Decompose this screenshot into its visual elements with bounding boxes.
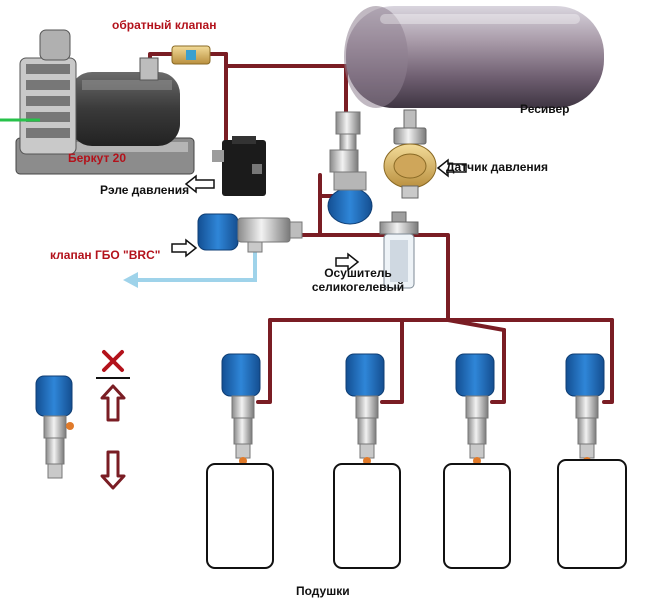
receiver-solenoid-valve — [327, 111, 373, 225]
air-cushion-2 — [333, 463, 401, 569]
receiver-label: Ресивер — [520, 102, 570, 116]
air-cushion-4 — [557, 459, 627, 569]
arrow-up-icon — [100, 384, 126, 422]
check-valve-label: обратный клапан — [112, 18, 217, 32]
pressure-relay — [212, 136, 266, 196]
silica-gel-dryer — [379, 211, 419, 289]
cushion-valve-4 — [565, 353, 605, 465]
arrow-left-icon — [184, 174, 215, 194]
air-cushion-1 — [206, 463, 274, 569]
legend-valve — [35, 375, 74, 479]
arrow-right-icon — [335, 252, 360, 272]
cushion-valve-1 — [221, 353, 261, 465]
cushions-label: Подушки — [296, 584, 350, 598]
arrow-right-icon — [171, 238, 198, 258]
arrow-down-icon — [100, 450, 126, 490]
check-valve — [171, 45, 211, 65]
pressure-sensor-label: Датчик давления — [446, 160, 549, 174]
lpg-valve-label: клапан ГБО "BRC" — [50, 248, 161, 262]
air-cushion-3 — [443, 463, 511, 569]
lpg-valve — [197, 213, 303, 253]
dryer-label-line2: селикогелевый — [311, 280, 405, 294]
compressor-label: Беркут 20 — [68, 151, 126, 165]
pressure-relay-label: Рэле давления — [100, 183, 190, 197]
receiver-tank — [344, 6, 604, 108]
dryer-label-line1: Осушитель — [324, 266, 392, 280]
compressor — [0, 29, 195, 175]
dryer-label: Осушитель селикогелевый — [306, 266, 410, 294]
cushion-valve-3 — [455, 353, 495, 465]
cross-icon — [102, 350, 124, 372]
cushion-valve-2 — [345, 353, 385, 465]
exhaust-line — [123, 250, 257, 288]
pressure-sensor — [383, 109, 437, 199]
arrow-left-icon — [436, 158, 467, 178]
